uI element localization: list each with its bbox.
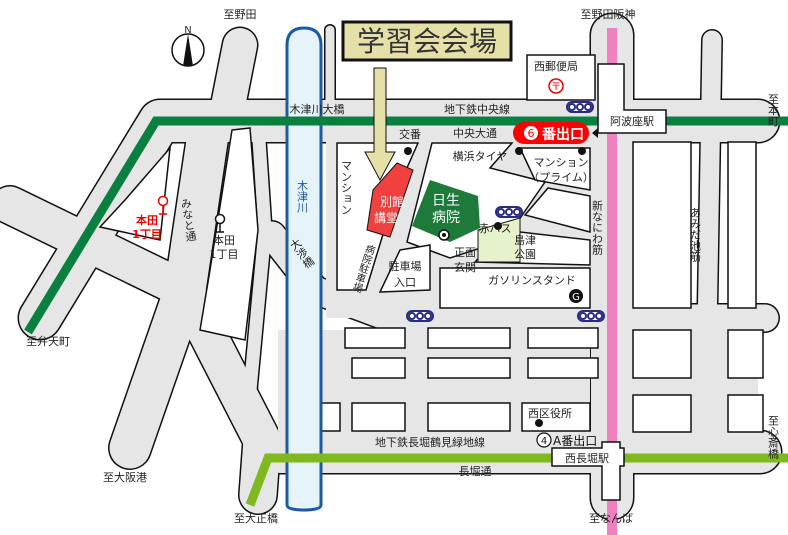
pointer-arrow — [364, 67, 396, 182]
gas-station-icon: G — [569, 289, 583, 303]
dir-taisho-bashi: 至大正橋 — [234, 511, 278, 525]
annex-label-2: 講堂 — [374, 210, 398, 225]
exit-4-number: 4 — [541, 436, 547, 447]
traffic-signal-icon — [577, 310, 605, 322]
hospital-label-2: 病院 — [432, 210, 460, 226]
yokohama-tire-label: 横浜タイヤ — [453, 149, 508, 163]
nishi-nagahori-station: 西長堀駅 — [551, 441, 625, 501]
bus-stop-label-2: 1丁目 — [210, 248, 239, 261]
main-entrance-icon — [438, 229, 450, 241]
bus-stop-label-1: 本田 — [213, 233, 235, 247]
traffic-signals — [406, 101, 605, 322]
bus-stop-red-label-2: 1丁目 — [132, 228, 162, 241]
bus-stop-icon — [214, 213, 226, 233]
dir-noda-hanshin: 至野田阪神 — [581, 7, 636, 21]
exit-6-label: 番出口 — [541, 126, 584, 143]
traffic-signal-icon — [406, 310, 434, 322]
mansion-prime-label-1: マンション — [534, 156, 589, 169]
north-compass-icon: N — [171, 25, 205, 67]
red-bus-label: 赤バス — [479, 222, 512, 235]
hospital-label-1: 日生 — [432, 193, 460, 209]
landmark-dots — [404, 147, 586, 427]
traffic-signal-icon — [495, 206, 523, 218]
nissei-hospital — [412, 180, 480, 242]
dir-honmachi: 至本町 — [767, 94, 780, 127]
bus-stop-red-icon — [157, 195, 169, 215]
annex-lecture-hall — [366, 162, 414, 238]
annex-label-1: 別館 — [380, 194, 404, 209]
exit-6-number: 6 — [528, 127, 535, 140]
kizu-river — [285, 26, 323, 512]
post-office-icon: 〒 — [548, 78, 564, 94]
awaza-station: 阿波座駅 — [597, 63, 667, 134]
ward-office-label: 西区役所 — [528, 406, 572, 420]
nagahori-dori-label: 長堀通 — [459, 465, 492, 478]
nagahori-line-label: 地下鉄長堀鶴見緑地線 — [375, 435, 485, 449]
dir-shinsaibashi: 至心斎橋 — [767, 415, 780, 460]
shin-naniwa-label: 新なにわ筋 — [591, 199, 604, 256]
post-office-label: 西郵便局 — [534, 60, 578, 73]
mansion-label: マンション — [340, 160, 353, 215]
parking-entrance-label-1: 駐車場 — [389, 259, 422, 273]
chuo-subway-line — [24, 116, 788, 335]
compass-label: N — [184, 25, 191, 36]
mansion-prime-label-2: （プライム） — [528, 171, 594, 184]
main-entrance-label-2: 玄関 — [454, 260, 476, 274]
park-label-1: 島津 — [514, 233, 536, 247]
amida-ike-label: あみだ池筋 — [689, 207, 702, 263]
awaza-station-label: 阿波座駅 — [610, 114, 654, 128]
dir-noda: 至野田 — [224, 8, 257, 21]
park-label-2: 公園 — [514, 248, 536, 261]
chuo-odori-label: 中央大通 — [453, 126, 497, 140]
gas-mark: G — [572, 292, 580, 303]
dir-namba: 至なんば — [589, 512, 633, 525]
dir-bentencho: 至弁天町 — [26, 334, 70, 348]
dir-osakako: 至大阪港 — [103, 470, 147, 484]
nishi-nagahori-station-label: 西長堀駅 — [565, 452, 609, 465]
exit-6-badge: 6 番出口 — [513, 122, 598, 144]
shimazu-park — [477, 217, 521, 263]
kizugawa-ohashi-label: 木津川大橋 — [290, 102, 345, 116]
chuo-line-label: 地下鉄中央線 — [444, 102, 510, 116]
bus-stop-red-label-1: 本田 — [136, 213, 158, 227]
title-box — [341, 20, 513, 62]
gas-station-label: ガソリンスタンド — [488, 274, 576, 287]
parking-entrance-label-2: 入口 — [394, 276, 416, 289]
river-label: 木津川 — [296, 180, 309, 213]
minato-dori-label: みなと通 — [179, 197, 198, 242]
main-entrance-label-1: 正面 — [454, 246, 476, 259]
koban-label: 交番 — [399, 127, 421, 141]
traffic-signal-icon — [566, 101, 594, 113]
post-mark: 〒 — [551, 82, 561, 93]
exit-4-label: A番出口 — [553, 434, 597, 448]
page-title: 学習会会場 — [357, 25, 497, 58]
exit-4a: 4 A番出口 — [536, 432, 597, 448]
